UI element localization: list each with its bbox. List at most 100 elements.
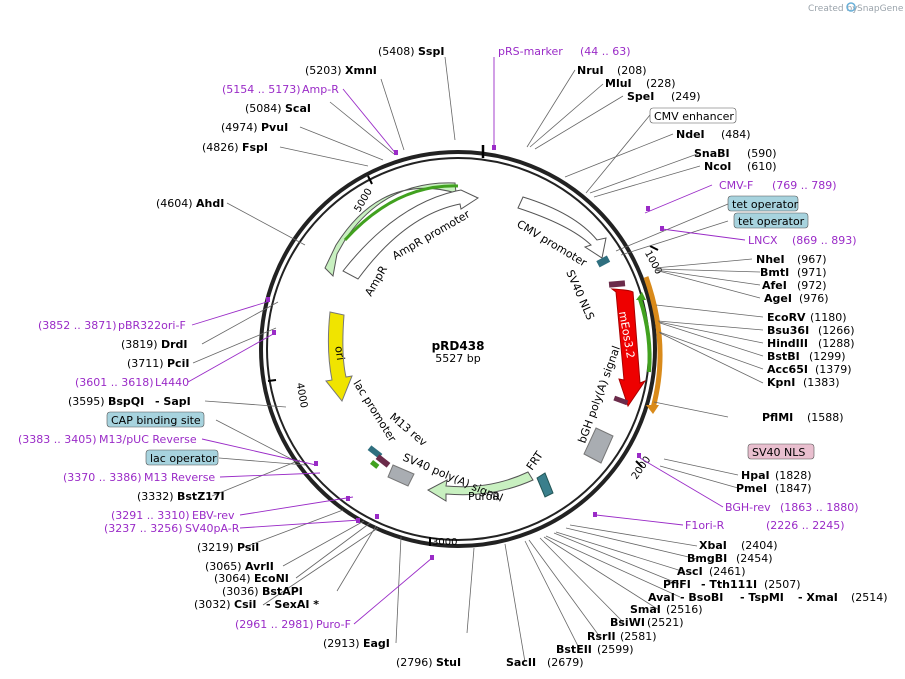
ampr-primer-name: Amp-R bbox=[302, 83, 339, 96]
features: CMV promoter SV40 NLS mEos3.2 bGH poly(A… bbox=[324, 182, 663, 505]
avai-pos: (2514) bbox=[851, 591, 888, 604]
sexai-name: - SexAI * bbox=[266, 598, 319, 611]
bstapi-pos: (3036) bbox=[222, 585, 259, 598]
cmv-promoter-arrow bbox=[517, 196, 607, 259]
sacii-pos: (2679) bbox=[547, 656, 584, 669]
pcii-name: PciI bbox=[167, 357, 189, 370]
meos-arrow bbox=[610, 288, 647, 408]
bspqi-name: BspQI bbox=[108, 395, 144, 408]
ndei-name: NdeI bbox=[676, 128, 705, 141]
csii-name: CsiI bbox=[234, 598, 256, 611]
bstz17i-pos: (3332) bbox=[137, 490, 174, 503]
mlui-name: MluI bbox=[605, 77, 632, 90]
tet-operator-box-1 bbox=[727, 195, 799, 212]
puror-label: PuroR bbox=[468, 490, 500, 503]
cap-site-label: CAP binding site bbox=[111, 414, 201, 427]
tick-mark bbox=[367, 175, 373, 185]
lncx-range: (869 .. 893) bbox=[792, 234, 857, 247]
rsrii-pos: (2581) bbox=[620, 630, 657, 643]
pflmi-pos: (1588) bbox=[807, 411, 844, 424]
scai-pos: (5084) bbox=[245, 102, 282, 115]
sspi-pos: (5408) bbox=[378, 45, 415, 58]
cmv-enhancer-label: CMV enhancer bbox=[654, 110, 734, 123]
ncoi-name: NcoI bbox=[704, 160, 731, 173]
psii-name: PsiI bbox=[237, 541, 259, 554]
tspmi-name: - TspMI bbox=[740, 591, 784, 604]
sapi-name: - SapI bbox=[155, 395, 191, 408]
bsiwi-pos: (2521) bbox=[647, 616, 684, 629]
bstbi-pos: (1299) bbox=[809, 350, 846, 363]
tick-mark bbox=[649, 245, 659, 251]
smai-pos: (2516) bbox=[666, 603, 703, 616]
sv40pa-range: (3237 .. 3256) bbox=[104, 522, 183, 535]
nhei-pos: (967) bbox=[797, 253, 827, 266]
watermark-created-by: Created by bbox=[808, 4, 858, 14]
sacii-name: SacII bbox=[506, 656, 536, 669]
acc65i-pos: (1379) bbox=[815, 363, 852, 376]
stui-pos: (2796) bbox=[396, 656, 433, 669]
l4440-range: (3601 .. 3618) bbox=[75, 376, 154, 389]
plasmid-size: 5527 bp bbox=[435, 352, 480, 365]
bspqi-pos: (3595) bbox=[68, 395, 105, 408]
econi-name: EcoNI bbox=[254, 572, 289, 585]
eagi-pos: (2913) bbox=[323, 637, 360, 650]
nrui-pos: (208) bbox=[617, 64, 647, 77]
snabi-name: SnaBI bbox=[694, 147, 730, 160]
hpai-name: HpaI bbox=[741, 469, 770, 482]
bmgbi-name: BmgBI bbox=[687, 552, 727, 565]
xmni-pos: (5203) bbox=[305, 64, 342, 77]
meos-orf-orange bbox=[643, 276, 663, 409]
smai-name: SmaI bbox=[630, 603, 661, 616]
bmgbi-pos: (2454) bbox=[736, 552, 773, 565]
bsteii-pos: (2599) bbox=[597, 643, 634, 656]
tet-operator-label-1: tet operator bbox=[732, 198, 799, 211]
ecorv-pos: (1180) bbox=[810, 311, 847, 324]
tet-operator-label-2: tet operator bbox=[738, 215, 805, 228]
small-orf-block bbox=[370, 459, 380, 469]
pflmi-name: PflMI bbox=[762, 411, 793, 424]
bghrev-range: (1863 .. 1880) bbox=[780, 501, 859, 514]
cmvf-range: (769 .. 789) bbox=[772, 179, 837, 192]
ori-label: ori bbox=[332, 345, 347, 361]
sv40pa-name: SV40pA-R bbox=[185, 522, 240, 535]
fspi-pos: (4826) bbox=[202, 141, 239, 154]
m13-block bbox=[375, 454, 391, 468]
scai-name: ScaI bbox=[285, 102, 311, 115]
ecorv-name: EcoRV bbox=[767, 311, 806, 324]
ahdi-name: AhdI bbox=[196, 197, 224, 210]
sv40-nls-box bbox=[747, 443, 815, 460]
pbr-range: (3852 .. 3871) bbox=[38, 319, 117, 332]
psii-pos: (3219) bbox=[197, 541, 234, 554]
linker-block bbox=[613, 395, 629, 406]
prs-marker-range: (44 .. 63) bbox=[580, 45, 631, 58]
sv40-nls-box-label: SV40 NLS bbox=[752, 446, 805, 459]
kpni-pos: (1383) bbox=[803, 376, 840, 389]
nrui-name: NruI bbox=[577, 64, 604, 77]
tick-label: 4000 bbox=[294, 382, 309, 409]
snabi-pos: (590) bbox=[747, 147, 777, 160]
bstbi-name: BstBI bbox=[767, 350, 800, 363]
bsteii-name: BstEII bbox=[556, 643, 592, 656]
pcii-pos: (3711) bbox=[127, 357, 164, 370]
site-labels: (5408) SspI (5203) XmnI (5154 .. 5173) A… bbox=[18, 45, 888, 669]
meos-orf-orange-head bbox=[646, 405, 659, 414]
bsu36i-pos: (1266) bbox=[818, 324, 855, 337]
afei-pos: (972) bbox=[797, 279, 827, 292]
plasmid-name: pRD438 bbox=[432, 339, 485, 353]
cap-site-box bbox=[106, 411, 205, 428]
f1ori-range: (2226 .. 2245) bbox=[766, 519, 845, 532]
sv40-polya-block bbox=[387, 464, 415, 487]
purof-name: Puro-F bbox=[316, 618, 351, 631]
drdi-pos: (3819) bbox=[121, 338, 158, 351]
ncoi-pos: (610) bbox=[747, 160, 777, 173]
pmei-pos: (1847) bbox=[775, 482, 812, 495]
cmvf-name: CMV-F bbox=[719, 179, 753, 192]
snapgene-logo-icon bbox=[846, 2, 856, 12]
meos-orf-green-head bbox=[636, 292, 646, 300]
avrii-pos: (3065) bbox=[205, 560, 242, 573]
sv40-nls-label: SV40 NLS bbox=[563, 268, 597, 322]
prs-marker-name: pRS-marker bbox=[498, 45, 563, 58]
xmai-name: - XmaI bbox=[798, 591, 838, 604]
sv40-nls-block bbox=[608, 280, 626, 288]
